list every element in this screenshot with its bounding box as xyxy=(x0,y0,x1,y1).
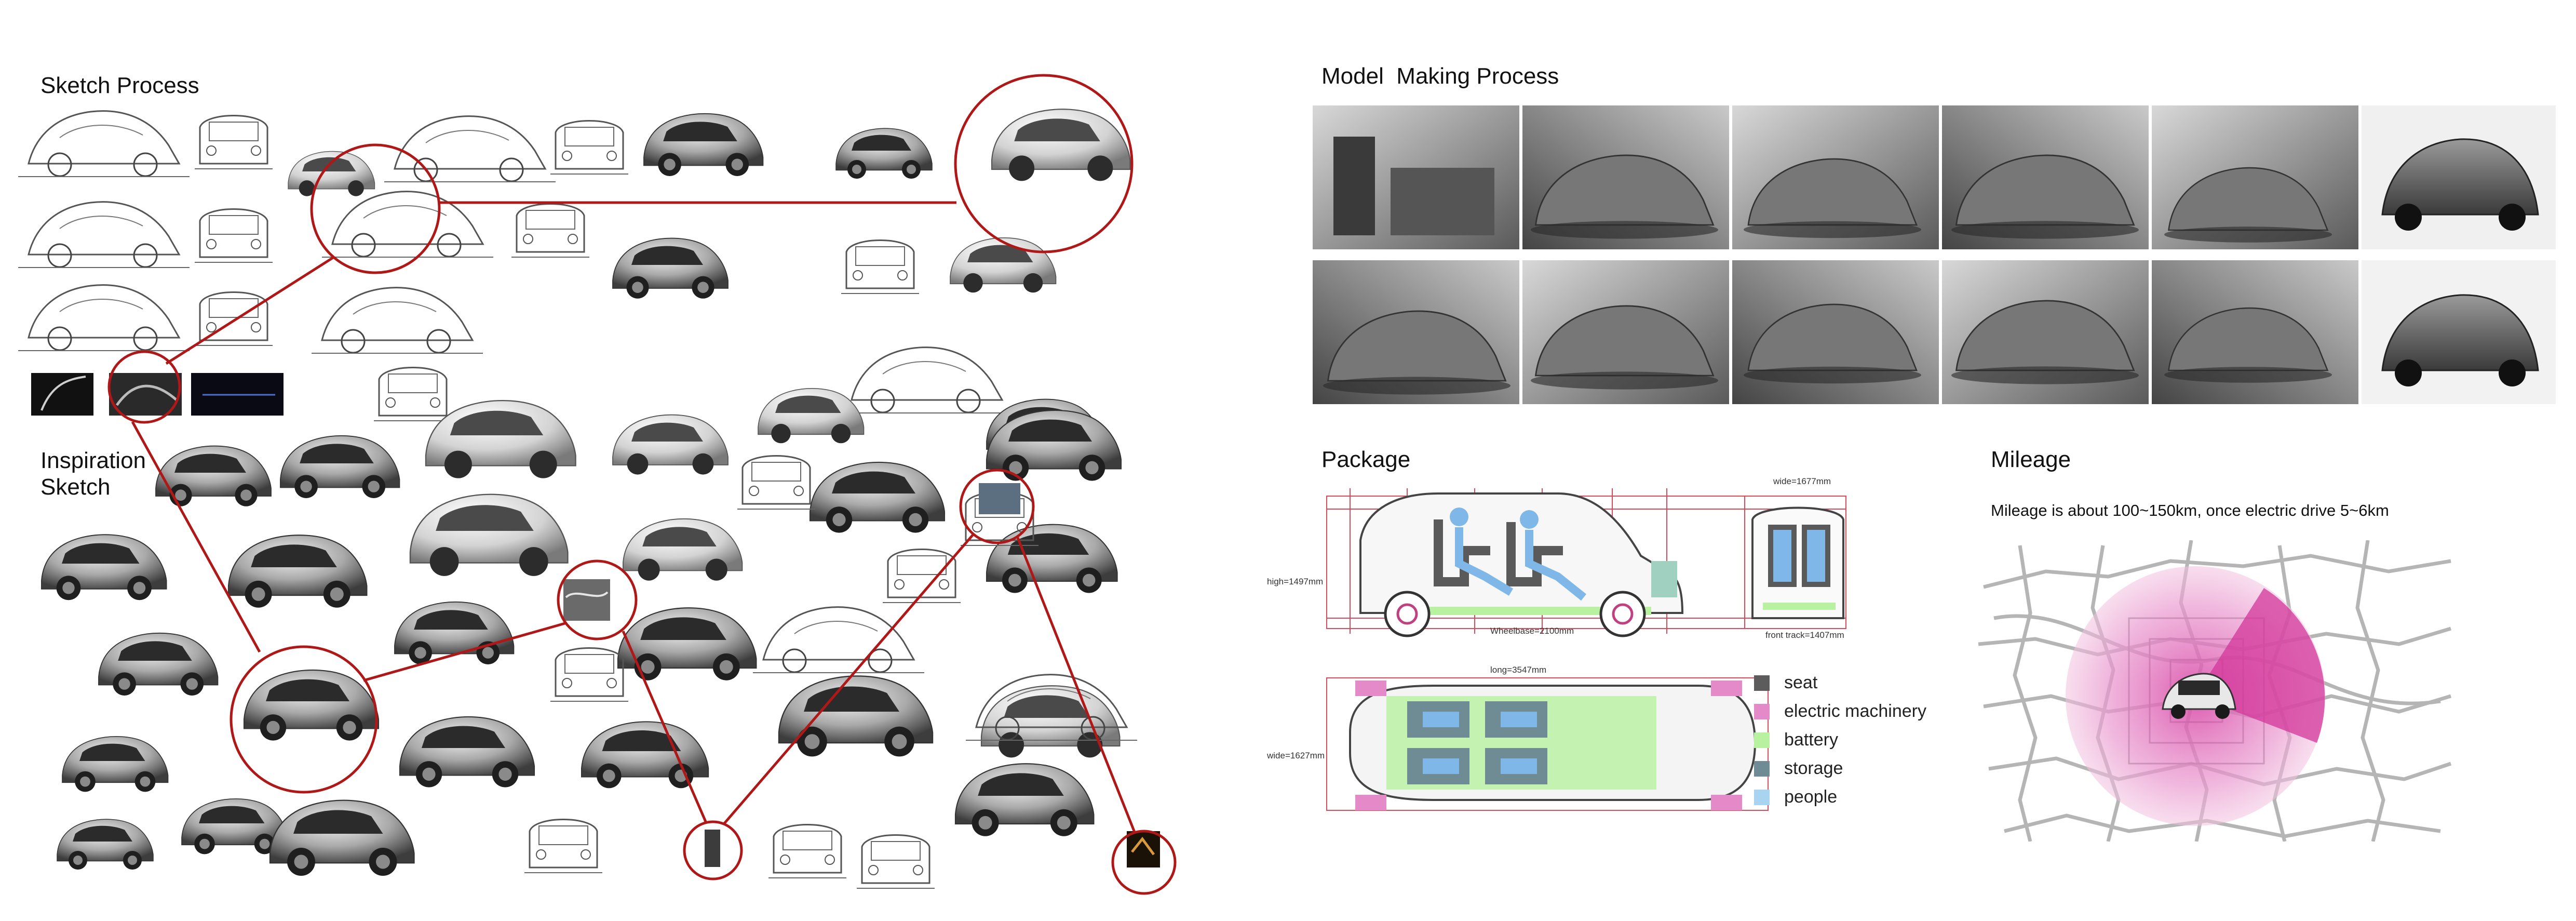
package-legend: seat electric machinery battery storage … xyxy=(1754,673,1962,823)
section-title-model-making: Model Making Process xyxy=(1321,63,1559,89)
dim-high: high=1497mm xyxy=(1267,577,1323,586)
legend-swatch-people xyxy=(1754,789,1770,805)
dim-long: long=3547mm xyxy=(1490,665,1546,675)
legend-label-battery: battery xyxy=(1784,730,1838,750)
legend-item-seat: seat xyxy=(1754,673,1817,693)
dim-front-track: front track=1407mm xyxy=(1765,630,1844,640)
mileage-note: Mileage is about 100~150km, once electri… xyxy=(1991,501,2389,519)
legend-item-storage: storage xyxy=(1754,758,1843,779)
legend-item-people: people xyxy=(1754,787,1837,807)
legend-item-electric-machinery: electric machinery xyxy=(1754,701,1926,722)
legend-swatch-battery xyxy=(1754,732,1770,748)
legend-label-seat: seat xyxy=(1784,673,1818,692)
legend-swatch-seat xyxy=(1754,675,1770,691)
section-title-sketch-process: Sketch Process xyxy=(41,73,199,98)
legend-item-battery: battery xyxy=(1754,730,1838,750)
legend-swatch-electric-machinery xyxy=(1754,703,1770,719)
model-photo-grid xyxy=(1313,105,2556,404)
section-title-mileage: Mileage xyxy=(1991,447,2071,472)
legend-label-storage: storage xyxy=(1784,758,1843,778)
mileage-map xyxy=(1978,540,2452,842)
legend-label-electric-machinery: electric machinery xyxy=(1784,701,1926,721)
package-diagram: high=1497mm Wheelbase=2100mm wide=1677mm… xyxy=(1267,476,1846,811)
section-title-package: Package xyxy=(1321,447,1411,472)
dim-wide-side: wide=1627mm xyxy=(1267,751,1325,760)
dim-wide-top: wide=1677mm xyxy=(1773,476,1831,486)
section-title-inspiration-sketch: Inspiration Sketch xyxy=(41,448,146,500)
legend-swatch-storage xyxy=(1754,760,1770,777)
sketch-board xyxy=(17,74,1177,895)
dim-wheelbase: Wheelbase=2100mm xyxy=(1490,626,1574,636)
legend-label-people: people xyxy=(1784,787,1838,807)
